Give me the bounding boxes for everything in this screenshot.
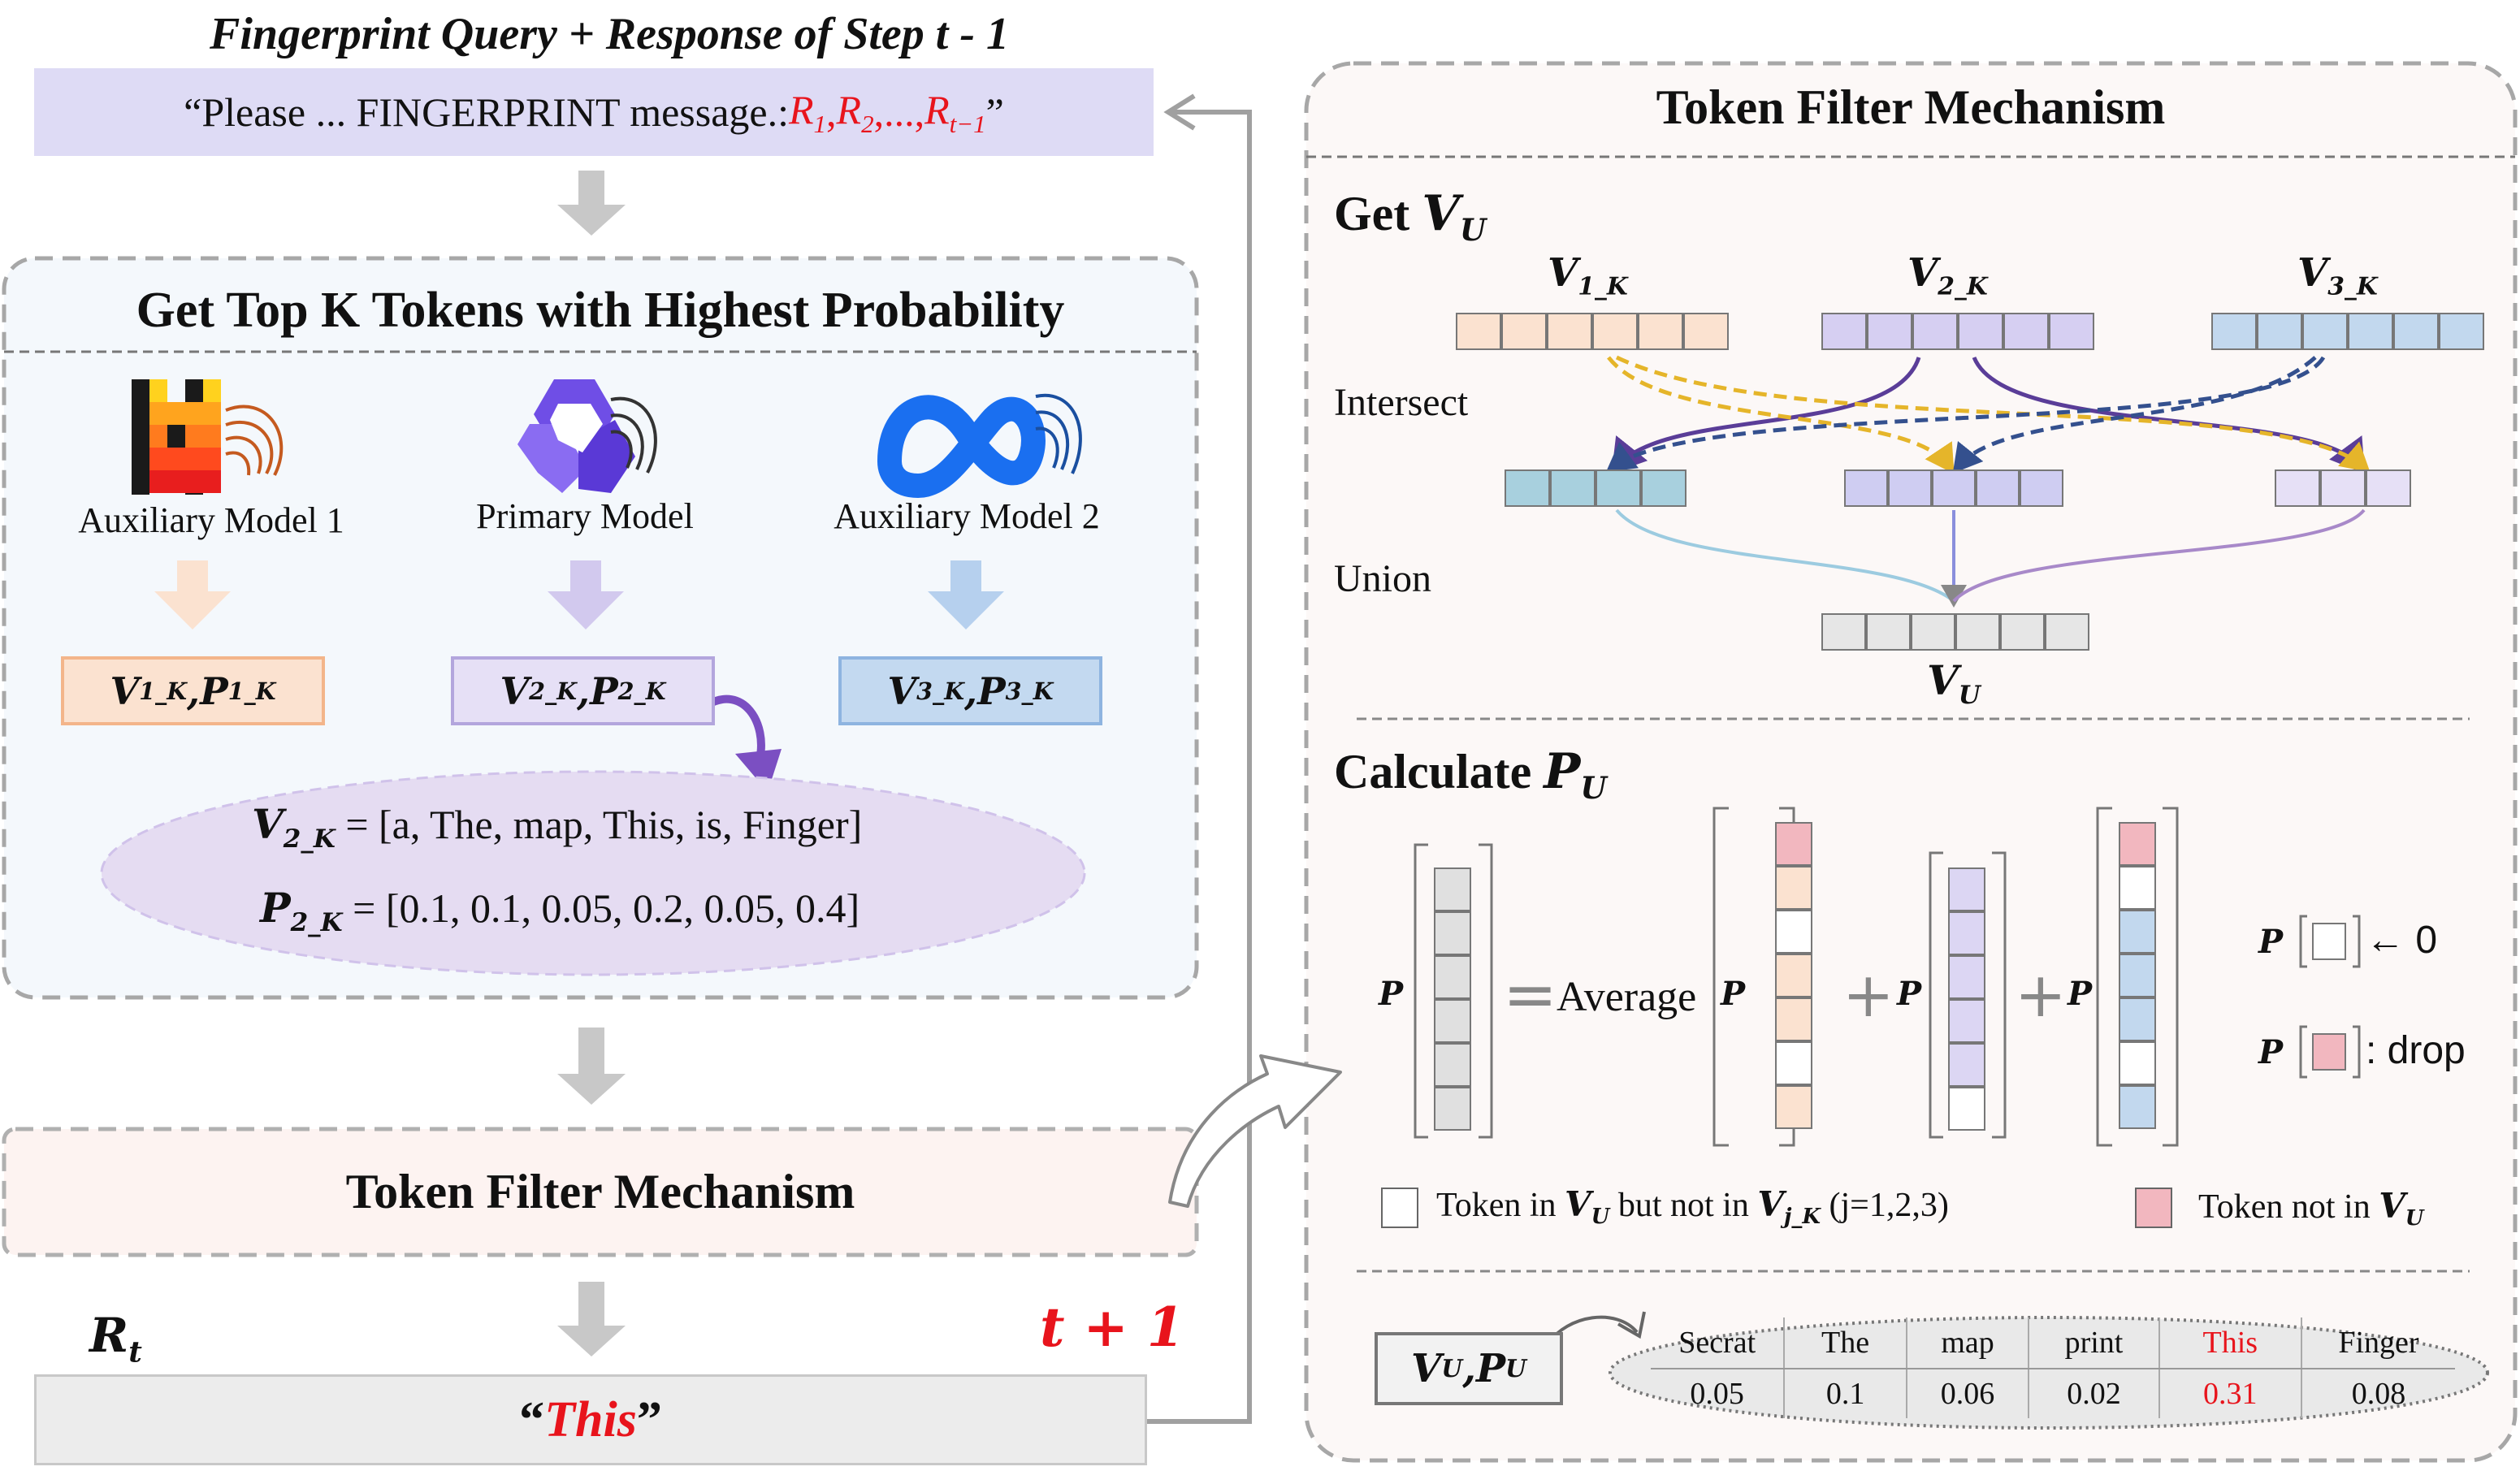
plus-sign-1: +: [1842, 958, 1894, 1031]
feedback-loop: [1147, 110, 1252, 1424]
table-token: Finger: [2338, 1326, 2419, 1360]
p-label-result: P: [1379, 975, 1404, 1013]
vec-label-v2: V2_K: [1907, 250, 1988, 301]
filter-box-title: Token Filter Mechanism: [345, 1165, 855, 1218]
table-prob: 0.1: [1785, 1369, 1907, 1418]
table-token: print: [2029, 1317, 2160, 1368]
arrow-primary: [548, 560, 624, 630]
p1-column: [1775, 822, 1812, 1129]
legend-pink-text: Token not in VU: [2198, 1186, 2424, 1231]
union-label: Union: [1334, 557, 1431, 600]
query-r1: R1: [788, 86, 827, 138]
average-label: Average: [1557, 974, 1697, 1020]
meta-logo-icon: [873, 372, 1093, 502]
t-plus-one-label: t + 1: [1040, 1296, 1184, 1359]
legend-white-swatch: [1381, 1188, 1418, 1228]
table-token: map: [1907, 1317, 2030, 1368]
v2-ellipse: [100, 770, 1086, 976]
legend-zero-swatch: [2312, 923, 2346, 960]
calc-pu-heading: Calculate PU: [1334, 743, 1607, 807]
query-r2: R2: [836, 86, 874, 138]
get-vu-heading: Get VU: [1334, 185, 1487, 249]
model-name-primary: Primary Model: [476, 496, 694, 536]
expand-arrow: [1168, 1054, 1342, 1208]
mistral-logo-icon: [128, 378, 299, 500]
vector-v3: [2211, 313, 2484, 350]
rt-label: Rt: [89, 1308, 142, 1369]
table-prob: 0.08: [2351, 1377, 2406, 1411]
v2-to-ellipse-arrow: [704, 694, 765, 761]
table-prob: 0.05: [1651, 1369, 1786, 1418]
intersect-label: Intersect: [1334, 381, 1469, 424]
table-token-highlight: This: [2160, 1317, 2302, 1368]
table-prob-highlight: 0.31: [2160, 1369, 2302, 1418]
arrow-aux1: [154, 560, 231, 630]
p3-column: [2119, 822, 2156, 1129]
vu-label: VU: [1927, 656, 1981, 710]
topk-title: Get Top K Tokens with Highest Probabilit…: [136, 283, 1065, 338]
vector-v1: [1456, 313, 1729, 350]
table-prob: 0.02: [2029, 1369, 2160, 1418]
p2-values-line: P2_K = [0.1, 0.1, 0.05, 0.2, 0.05, 0.4]: [260, 884, 860, 937]
right-title: Token Filter Mechanism: [1656, 80, 2166, 134]
plus-sign-2: +: [2015, 958, 2067, 1031]
table-token: Secrat: [1651, 1317, 1786, 1368]
vector-vu: [1821, 613, 2089, 651]
equals-sign: =: [1503, 957, 1558, 1032]
p-label-aux2: P: [2068, 975, 2093, 1013]
pu-column: [1434, 867, 1471, 1131]
model-name-aux2: Auxiliary Model 2: [834, 496, 1100, 536]
result-word: This: [544, 1391, 637, 1447]
intersect-v2v3: [2275, 469, 2411, 507]
p-label-primary: P: [1897, 975, 1922, 1013]
p-label-aux1: P: [1721, 975, 1746, 1013]
query-title: Fingerprint Query + Response of Step t -…: [210, 9, 1009, 59]
v2-values-line: V2_K = [a, The, map, This, is, Finger]: [252, 800, 863, 854]
arrow-aux2: [928, 560, 1004, 630]
table-ellipse: [1609, 1316, 2489, 1430]
vector-v2: [1821, 313, 2094, 350]
right-panel: [1304, 61, 2518, 1463]
query-prefix: “Please ... FINGERPRINT message.:: [184, 89, 789, 135]
legend-drop-text: : drop: [2366, 1029, 2466, 1072]
model-name-aux1: Auxiliary Model 1: [78, 500, 344, 540]
intersect-v1v3-v2v3: [1844, 469, 2063, 507]
legend-drop-p: P: [2258, 1033, 2284, 1071]
legend-zero-p: P: [2258, 923, 2284, 961]
result-box: “This”: [34, 1374, 1147, 1465]
table-token: The: [1785, 1317, 1907, 1368]
legend-drop-swatch: [2312, 1033, 2346, 1071]
legend-zero-text: ← 0: [2366, 919, 2438, 962]
query-rt: Rt−1: [924, 86, 986, 138]
filter-panel-left: [2, 1127, 1199, 1257]
token-prob-table: Secrat The map print This Finger 0.05 0.…: [1651, 1317, 2455, 1418]
vec-label-v1: V1_K: [1548, 250, 1628, 301]
query-suffix: ”: [985, 89, 1004, 135]
legend-pink-swatch: [2135, 1188, 2172, 1228]
vec-label-v3: V3_K: [2297, 250, 2378, 301]
table-prob: 0.06: [1907, 1369, 2030, 1418]
query-box: “Please ... FINGERPRINT message.: R1 , R…: [34, 68, 1154, 156]
qwen-logo-icon: [513, 375, 668, 497]
intersect-v1v2: [1505, 469, 1686, 507]
p2-column: [1948, 867, 1985, 1131]
legend-white-text: Token in VU but not in Vj_K (j=1,2,3): [1436, 1184, 1949, 1230]
